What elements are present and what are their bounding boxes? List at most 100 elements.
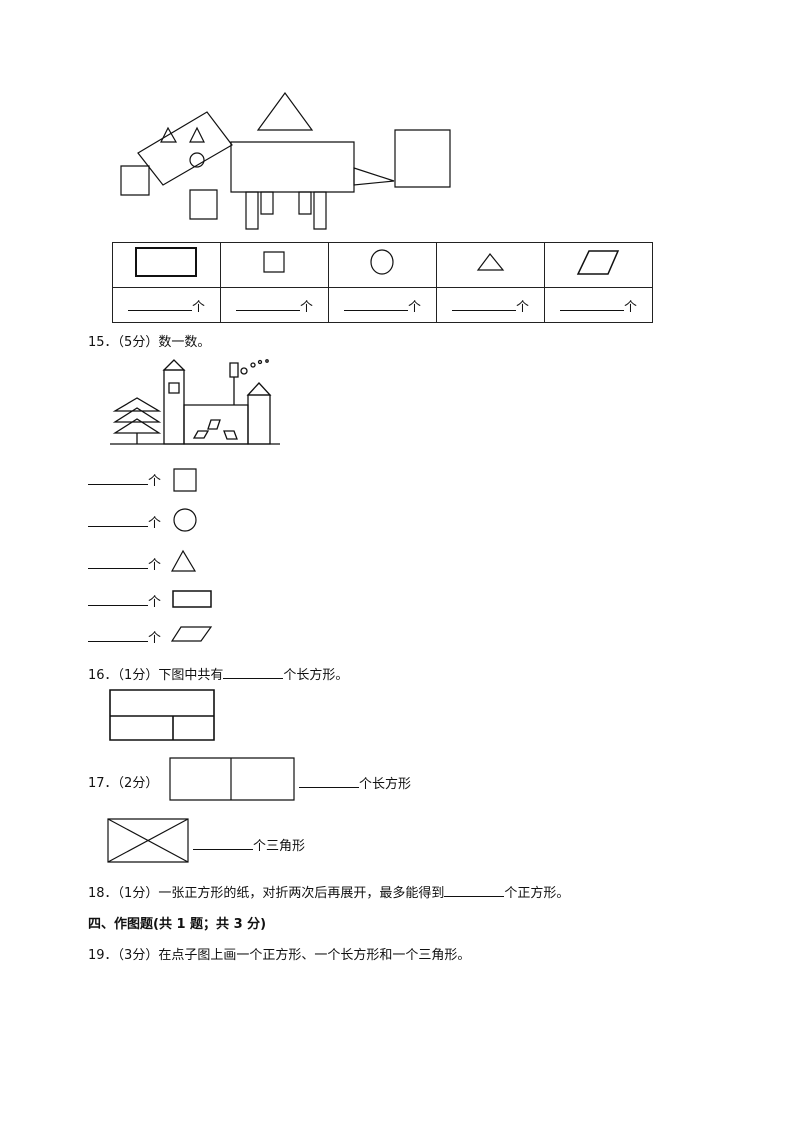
answer-cell: 个 — [436, 287, 545, 323]
big-square — [395, 130, 450, 187]
question-number: 16． — [88, 668, 118, 683]
answer-cell: 个 — [328, 287, 437, 323]
question-text: 在点子图上画一个正方形、一个长方形和一个三角形。 — [158, 948, 471, 963]
two-rectangles-figure — [169, 757, 299, 803]
unit-label: 个 — [148, 558, 162, 573]
question-prefix: 下图中共有 — [158, 668, 224, 683]
rectangle-split-figure — [109, 689, 219, 745]
table-cell-triangle — [436, 242, 545, 288]
flag — [230, 363, 238, 377]
answer-blank[interactable] — [444, 884, 505, 897]
table-cell-rectangle — [112, 242, 221, 288]
table-cell-circle — [328, 242, 437, 288]
unit-label: 个 — [623, 299, 637, 315]
leg-4 — [314, 192, 326, 229]
wall-parallelogram-2 — [194, 431, 208, 438]
unit-label: 个 — [515, 299, 529, 315]
question-score: （5分） — [117, 335, 159, 350]
question-19: 19．（3分）在点子图上画一个正方形、一个长方形和一个三角形。 — [88, 944, 470, 963]
tree-triangle-3 — [115, 419, 159, 433]
eye-circle — [190, 153, 204, 167]
unit-label: 个 — [148, 595, 162, 610]
question-score: （3分） — [117, 948, 159, 963]
question-score: （1分） — [117, 668, 159, 683]
tower-right — [248, 395, 270, 444]
question-17-answer-2: 个三角形 — [193, 835, 305, 854]
answer-blank[interactable] — [299, 775, 359, 788]
answer-blank[interactable] — [88, 556, 148, 569]
body-rectangle — [231, 142, 354, 192]
head-parallelogram — [138, 112, 232, 185]
circle-icon — [173, 508, 199, 534]
smoke-3 — [259, 361, 262, 364]
rectangle-icon — [135, 247, 199, 279]
answer-blank[interactable] — [88, 593, 148, 606]
small-square-bottom — [190, 190, 217, 219]
answer-cell: 个 — [112, 287, 221, 323]
answer-blank[interactable] — [343, 298, 408, 311]
wall-parallelogram-3 — [224, 431, 237, 439]
rectangle-icon — [172, 590, 214, 610]
shape-count-table: 个 个 个 个 个 — [112, 242, 653, 323]
question-score: （2分） — [117, 776, 159, 791]
small-square-left — [121, 166, 149, 195]
question-prefix: 一张正方形的纸，对折两次后再展开，最多能得到 — [158, 886, 445, 901]
answer-blank[interactable] — [223, 666, 284, 679]
answer-blank[interactable] — [559, 298, 624, 311]
question-suffix: 个正方形。 — [504, 886, 570, 901]
ear-triangle-right — [190, 128, 204, 142]
question-text: 数一数。 — [158, 335, 211, 350]
table-cell-parallelogram — [544, 242, 653, 288]
table-cell-square — [220, 242, 329, 288]
top-triangle — [258, 93, 312, 130]
tower-left — [164, 370, 184, 444]
count-row-triangle: 个 — [88, 554, 161, 573]
unit-label: 个 — [299, 299, 313, 315]
answer-blank[interactable] — [88, 514, 148, 527]
question-18: 18．（1分）一张正方形的纸，对折两次后再展开，最多能得到个正方形。 — [88, 882, 569, 901]
answer-blank[interactable] — [88, 472, 148, 485]
answer-blank[interactable] — [88, 629, 148, 642]
question-number: 17． — [88, 776, 118, 791]
answer-blank[interactable] — [451, 298, 516, 311]
question-number: 19． — [88, 948, 118, 963]
triangle-icon — [171, 550, 199, 574]
answer-blank[interactable] — [127, 298, 192, 311]
leg-2 — [261, 192, 273, 214]
shape-animal-figure — [0, 0, 794, 240]
question-suffix: 个长方形。 — [283, 668, 349, 683]
answer-blank[interactable] — [193, 837, 253, 850]
circle-icon — [370, 249, 396, 277]
question-number: 18． — [88, 886, 118, 901]
smoke-2 — [251, 363, 255, 367]
answer-cell: 个 — [220, 287, 329, 323]
question-16: 16．（1分）下图中共有 个长方形。 — [88, 664, 348, 683]
wall-parallelogram-1 — [208, 420, 220, 429]
question-number: 15． — [88, 335, 118, 350]
count-row-circle: 个 — [88, 512, 161, 531]
question-17-answer-1: 个长方形 — [299, 773, 411, 792]
count-row-parallelogram: 个 — [88, 627, 161, 646]
parallelogram-icon — [577, 250, 621, 276]
parallelogram-icon — [171, 626, 213, 644]
section-heading: 四、作图题(共 1 题；共 3 分) — [88, 917, 267, 932]
answer-cell: 个 — [544, 287, 653, 323]
count-row-square: 个 — [88, 470, 161, 489]
unit-label: 个 — [148, 516, 162, 531]
triangle-icon — [477, 253, 505, 273]
smoke-4 — [266, 360, 268, 362]
tree-triangle-2 — [115, 408, 159, 422]
question-suffix: 个三角形 — [253, 839, 306, 854]
tail-triangle — [354, 168, 394, 185]
tower-roof-right — [248, 383, 270, 395]
answer-blank[interactable] — [235, 298, 300, 311]
tower-window — [169, 383, 179, 393]
tower-roof-left — [164, 360, 184, 370]
castle-figure — [0, 355, 794, 455]
unit-label: 个 — [191, 299, 205, 315]
question-suffix: 个长方形 — [359, 777, 412, 792]
question-17-title: 17．（2分） — [88, 772, 158, 791]
unit-label: 个 — [148, 631, 162, 646]
crossed-rectangle-figure — [107, 818, 191, 866]
unit-label: 个 — [407, 299, 421, 315]
